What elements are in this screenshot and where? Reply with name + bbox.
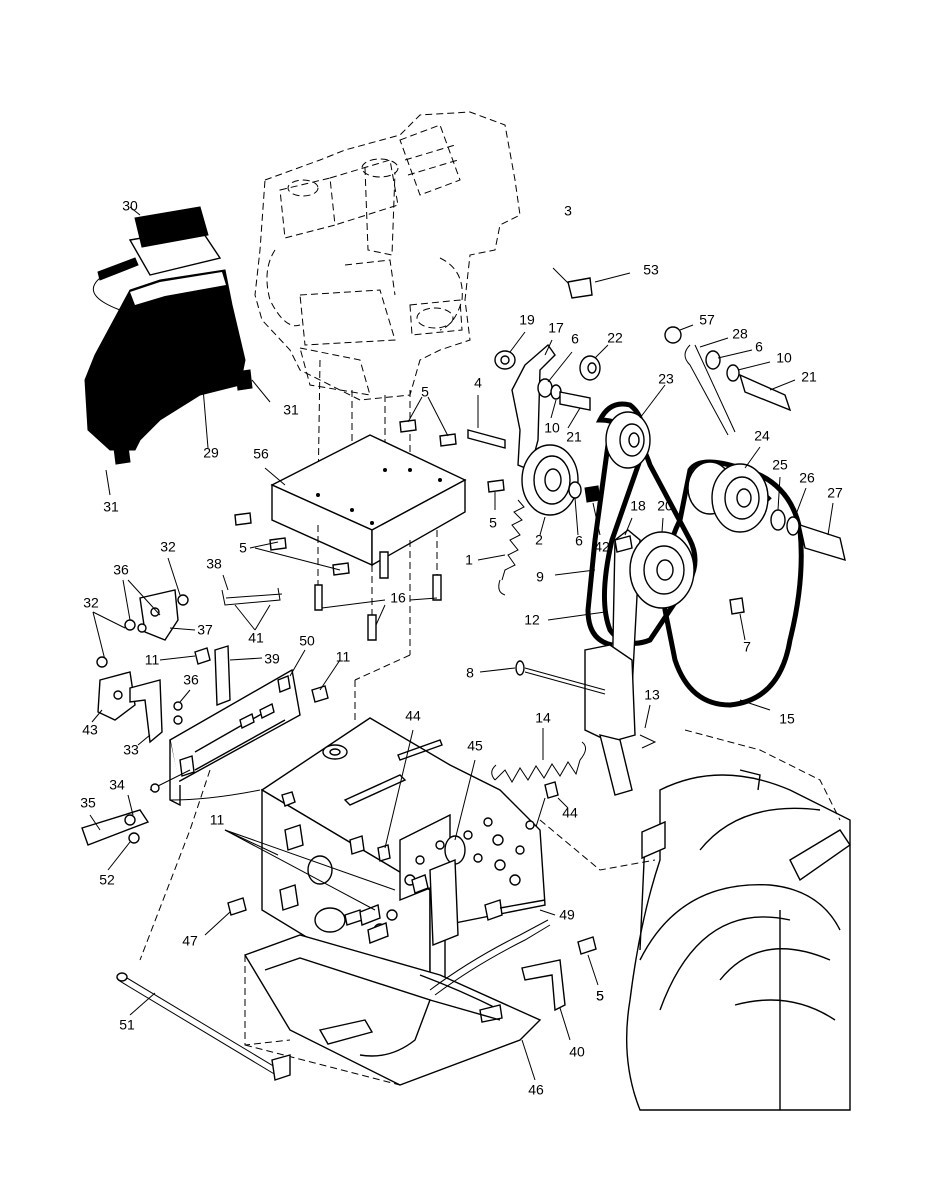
label-21-a: 21 (566, 429, 582, 445)
label-16: 16 (390, 590, 406, 606)
label-2: 2 (535, 532, 543, 548)
bolt-27-stack (770, 476, 846, 562)
pulley-24 (687, 446, 769, 533)
label-6-a: 6 (571, 331, 579, 347)
label-19: 19 (519, 312, 535, 328)
label-32-a: 32 (160, 539, 176, 555)
label-6-b: 6 (755, 339, 763, 355)
label-32-b: 32 (83, 595, 99, 611)
label-37: 37 (197, 622, 213, 638)
label-4: 4 (474, 375, 482, 391)
label-15: 15 (779, 711, 795, 727)
left-brackets (91, 557, 283, 746)
label-51: 51 (119, 1017, 135, 1033)
rod-49 (429, 919, 551, 996)
label-25: 25 (772, 457, 788, 473)
label-30: 30 (122, 198, 138, 214)
label-52: 52 (99, 872, 115, 888)
part-labels: 3 53 30 29 31 31 56 5 5 5 5 16 19 17 6 4… (80, 198, 843, 1098)
label-34: 34 (109, 777, 125, 793)
rod-51 (116, 972, 291, 1081)
main-frame (139, 717, 599, 1001)
label-47: 47 (182, 933, 198, 949)
label-11-c: 11 (210, 812, 225, 828)
label-10-b: 10 (776, 350, 792, 366)
label-56: 56 (253, 446, 269, 462)
label-21-b: 21 (801, 369, 817, 385)
pin-8 (479, 660, 771, 749)
label-53: 53 (643, 262, 659, 278)
spacer-22 (579, 344, 609, 381)
label-36-b: 36 (183, 672, 199, 688)
label-5-c: 5 (239, 540, 247, 556)
spring-14 (491, 728, 586, 831)
label-27: 27 (827, 485, 843, 501)
label-39: 39 (264, 651, 280, 667)
spring-1 (477, 499, 525, 596)
label-17: 17 (548, 320, 564, 336)
label-14: 14 (535, 710, 551, 726)
plate-50 (169, 649, 341, 807)
label-3: 3 (564, 203, 572, 219)
label-35: 35 (80, 795, 96, 811)
label-31-b: 31 (103, 499, 119, 515)
label-42: 42 (594, 539, 610, 555)
label-41: 41 (248, 630, 264, 646)
pan-46 (243, 934, 542, 1086)
label-49: 49 (559, 907, 575, 923)
label-22: 22 (607, 330, 623, 346)
bracket-40 (521, 959, 571, 1041)
auger-housing (539, 729, 851, 1111)
pulley-23 (605, 384, 666, 469)
label-12: 12 (524, 612, 540, 628)
label-8: 8 (466, 665, 474, 681)
label-7: 7 (743, 639, 751, 655)
label-20: 20 (657, 498, 673, 514)
knob-53 (552, 267, 631, 299)
label-46: 46 (528, 1082, 544, 1098)
label-11-b: 11 (336, 649, 351, 665)
label-10-a: 10 (544, 420, 560, 436)
linkage-35 (81, 769, 191, 871)
label-18: 18 (630, 498, 646, 514)
label-31-a: 31 (283, 402, 299, 418)
label-11-a: 11 (145, 652, 160, 668)
label-6-c: 6 (575, 533, 583, 549)
idler-arm-12 (547, 517, 746, 796)
engine-plate-56 (234, 396, 505, 720)
label-5-e: 5 (596, 988, 604, 1004)
label-5-b: 5 (489, 515, 497, 531)
label-40: 40 (569, 1044, 585, 1060)
label-28: 28 (732, 326, 748, 342)
label-44-a: 44 (405, 708, 421, 724)
idler-pulley-2 (521, 444, 601, 536)
label-45: 45 (467, 738, 483, 754)
label-33: 33 (123, 742, 139, 758)
belt-cover-29 (84, 206, 271, 496)
arm-28-stack (664, 324, 796, 436)
label-24: 24 (754, 428, 770, 444)
label-9: 9 (536, 569, 544, 585)
label-29: 29 (203, 445, 219, 461)
label-50: 50 (299, 633, 315, 649)
label-38: 38 (206, 556, 222, 572)
label-26: 26 (799, 470, 815, 486)
label-57: 57 (699, 312, 715, 328)
label-13: 13 (644, 687, 660, 703)
label-44-b: 44 (562, 805, 578, 821)
label-5-d: 5 (596, 988, 604, 1004)
label-5-a: 5 (421, 384, 429, 400)
label-23: 23 (658, 371, 674, 387)
label-43: 43 (82, 722, 98, 738)
label-1: 1 (465, 552, 473, 568)
belt-9 (585, 401, 698, 648)
idler-bracket-17 (467, 331, 591, 471)
label-36-a: 36 (113, 562, 129, 578)
